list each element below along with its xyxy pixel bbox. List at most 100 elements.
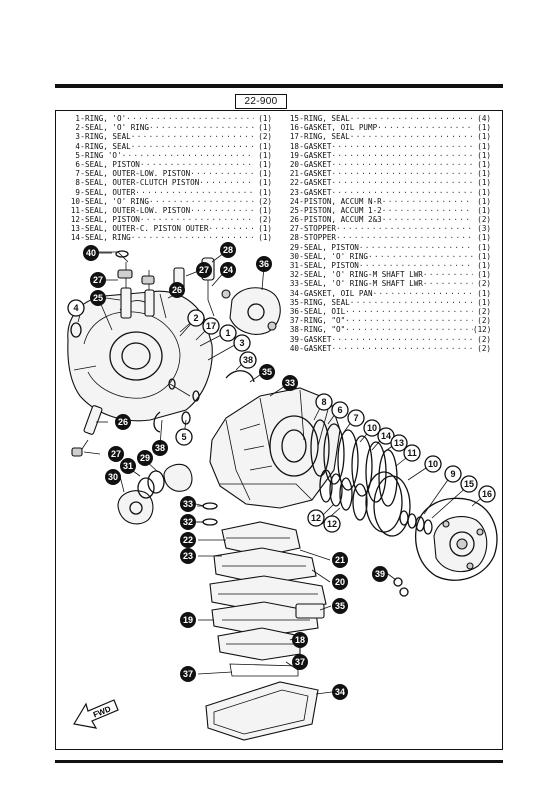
callout-25: 25 bbox=[90, 290, 106, 306]
callout-9: 9 bbox=[444, 465, 462, 483]
part-dash: - bbox=[299, 242, 304, 252]
callout-12: 12 bbox=[307, 509, 325, 527]
svg-text:6: 6 bbox=[337, 405, 342, 415]
callout-10: 10 bbox=[363, 419, 381, 437]
bottom-rule bbox=[55, 760, 503, 763]
part-name: SEAL, PISTON bbox=[304, 242, 359, 252]
svg-text:13: 13 bbox=[394, 438, 404, 448]
part-name: RING, SEAL bbox=[304, 132, 350, 142]
part-quantity: (1) bbox=[258, 169, 272, 179]
callout-27c: 27 bbox=[108, 446, 124, 462]
part-dash: - bbox=[80, 150, 85, 160]
svg-text:11: 11 bbox=[407, 448, 417, 458]
part-dash: - bbox=[80, 196, 85, 206]
part-number: 13 bbox=[70, 224, 80, 234]
part-name: GASKET bbox=[304, 150, 332, 160]
svg-text:26: 26 bbox=[172, 285, 182, 295]
callout-8: 8 bbox=[315, 393, 333, 411]
part-quantity: (1) bbox=[477, 196, 491, 206]
svg-text:12: 12 bbox=[327, 519, 337, 529]
part-quantity: (1) bbox=[477, 242, 491, 252]
part-number: 14 bbox=[70, 233, 80, 243]
part-row: 20-GASKET(1) bbox=[283, 160, 491, 169]
callout-26b: 26 bbox=[115, 414, 131, 430]
part-row: 17-RING, SEAL(1) bbox=[283, 132, 491, 141]
part-number: 31 bbox=[289, 261, 299, 270]
svg-text:3: 3 bbox=[239, 338, 244, 348]
part-number: 37 bbox=[289, 316, 299, 326]
part-dash: - bbox=[299, 297, 304, 307]
part-row: 33-SEAL, 'O' RING-M SHAFT LWR(2) bbox=[283, 279, 491, 288]
part-name: PISTON, ACCUM N-R bbox=[304, 196, 382, 206]
callout-36: 36 bbox=[256, 256, 272, 272]
part-quantity: (2) bbox=[477, 306, 491, 316]
svg-text:36: 36 bbox=[259, 259, 269, 269]
part-quantity: (1) bbox=[258, 114, 272, 123]
part-dash: - bbox=[299, 159, 304, 169]
part-dash: - bbox=[299, 150, 304, 160]
callout-12b: 12 bbox=[323, 515, 341, 533]
part-number: 32 bbox=[289, 270, 299, 280]
part-row: 12-SEAL, PISTON(2) bbox=[64, 215, 272, 224]
diagram-frame bbox=[55, 110, 503, 750]
accumulator-pistons bbox=[71, 405, 193, 525]
part-row: 7-SEAL, OUTER-LOW. PISTON(1) bbox=[64, 169, 272, 178]
part-dash: - bbox=[299, 306, 304, 316]
part-quantity: (1) bbox=[258, 233, 272, 243]
part-number: 6 bbox=[75, 159, 80, 169]
part-quantity: (1) bbox=[258, 141, 272, 151]
part-name: SEAL, RING bbox=[85, 233, 131, 243]
part-name: GASKET, OIL PUMP bbox=[304, 123, 378, 133]
part-number: 10 bbox=[70, 196, 80, 206]
part-number: 2 bbox=[75, 123, 80, 133]
svg-text:14: 14 bbox=[381, 431, 391, 441]
part-number: 40 bbox=[289, 343, 299, 353]
part-name: GASKET bbox=[304, 343, 332, 353]
transaxle-case-left bbox=[67, 290, 213, 422]
oil-pump-cover bbox=[221, 287, 281, 335]
part-name: SEAL, PISTON bbox=[304, 261, 359, 270]
part-name: SEAL, OUTER-LOW. PISTON bbox=[85, 169, 191, 179]
part-dash: - bbox=[80, 123, 85, 133]
callout-32: 32 bbox=[180, 514, 196, 530]
part-number: 19 bbox=[289, 150, 299, 160]
part-dash: - bbox=[299, 251, 304, 261]
callout-17: 17 bbox=[202, 317, 220, 335]
part-quantity: (1) bbox=[477, 251, 491, 261]
part-row: 32-SEAL, 'O' RING-M SHAFT LWR(1) bbox=[283, 270, 491, 279]
valve-body-stack bbox=[209, 521, 327, 677]
part-quantity: (1) bbox=[258, 187, 272, 197]
part-quantity: (12) bbox=[473, 325, 492, 335]
callout-2: 2 bbox=[187, 309, 205, 327]
svg-text:16: 16 bbox=[482, 489, 492, 499]
callout-27b: 27 bbox=[196, 262, 212, 278]
svg-text:23: 23 bbox=[183, 551, 193, 561]
part-number: 35 bbox=[289, 297, 299, 307]
part-row: 30-SEAL, 'O' RING(1) bbox=[283, 252, 491, 261]
part-quantity: (1) bbox=[258, 205, 272, 215]
part-quantity: (1) bbox=[258, 150, 272, 160]
callout-3: 3 bbox=[233, 334, 251, 352]
svg-text:29: 29 bbox=[140, 453, 150, 463]
part-number: 26 bbox=[289, 215, 299, 225]
part-quantity: (1) bbox=[477, 297, 491, 307]
part-quantity: (1) bbox=[477, 132, 491, 142]
part-number: 38 bbox=[289, 325, 299, 335]
part-dash: - bbox=[299, 123, 304, 133]
svg-text:4: 4 bbox=[73, 303, 78, 313]
callout-38b: 38 bbox=[152, 440, 168, 456]
part-dash: - bbox=[299, 187, 304, 197]
part-name: RING, SEAL bbox=[304, 114, 350, 123]
svg-text:30: 30 bbox=[108, 472, 118, 482]
part-quantity: (1) bbox=[477, 288, 491, 298]
callout-27: 27 bbox=[90, 272, 106, 288]
svg-text:27: 27 bbox=[111, 449, 121, 459]
part-name: GASKET bbox=[304, 178, 332, 188]
svg-text:2: 2 bbox=[193, 313, 198, 323]
part-quantity: (1) bbox=[477, 159, 491, 169]
callout-19: 19 bbox=[180, 612, 196, 628]
callout-35: 35 bbox=[259, 364, 275, 380]
part-name: STOPPER bbox=[304, 224, 337, 234]
svg-text:27: 27 bbox=[93, 275, 103, 285]
part-quantity: (2) bbox=[258, 215, 272, 225]
